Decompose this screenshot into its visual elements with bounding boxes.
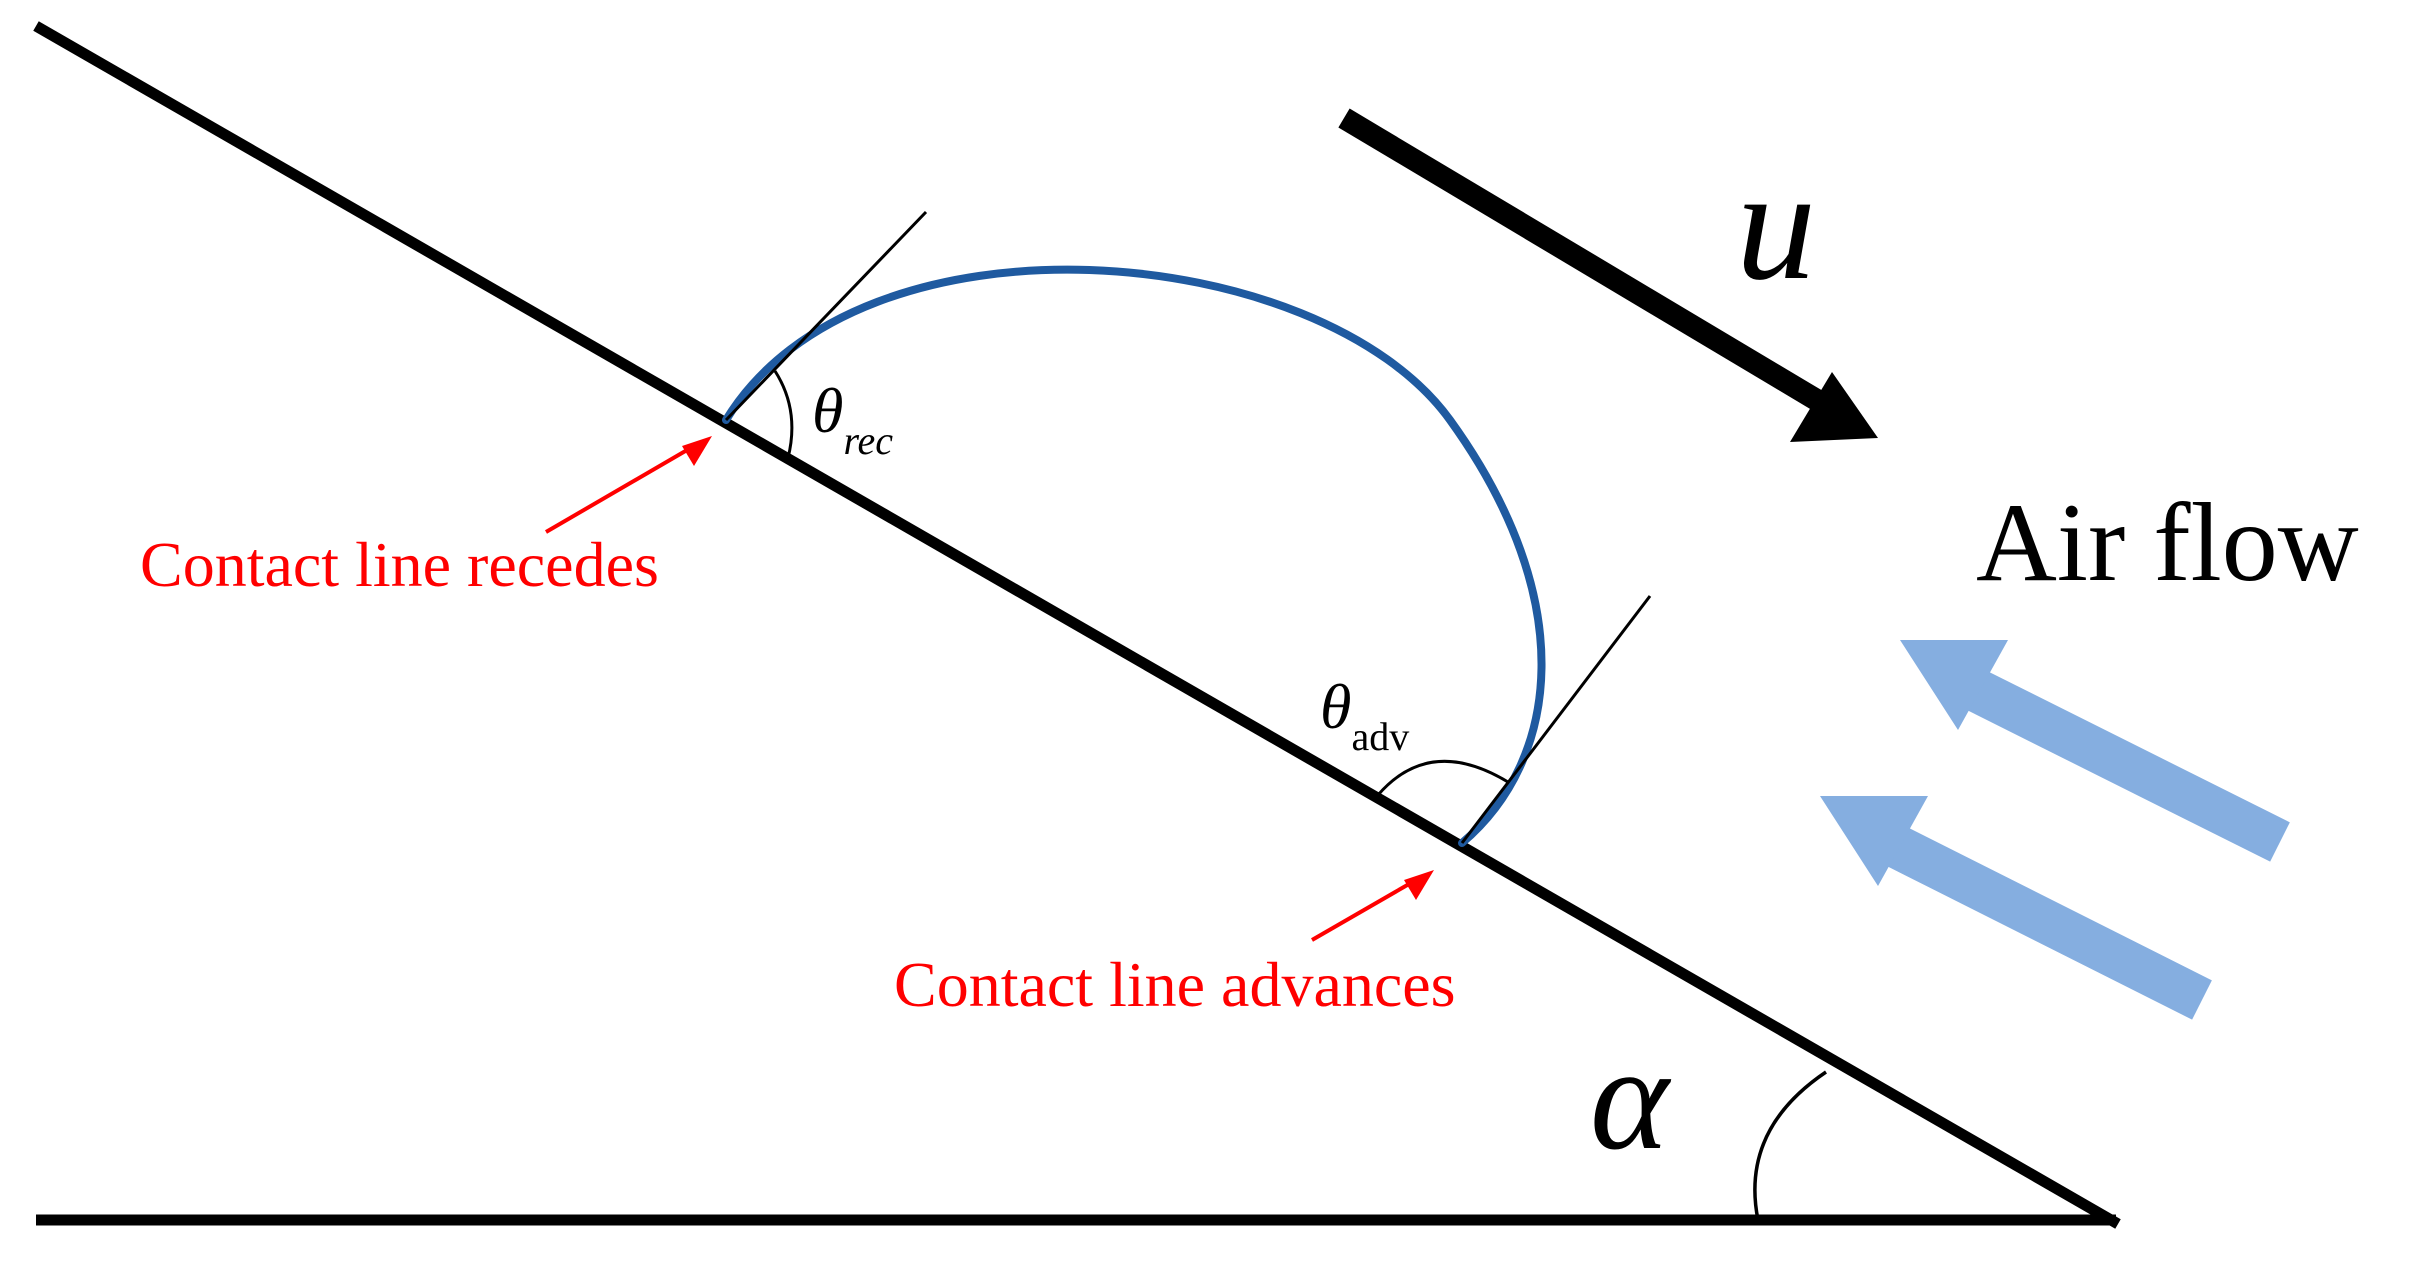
- air-flow-label: Air flow: [1976, 481, 2359, 605]
- svg-text:θrec: θrec: [812, 375, 893, 463]
- contact-line-recedes-label: Contact line recedes: [140, 529, 659, 600]
- air-flow-arrow-lower: [1820, 796, 2212, 1020]
- advancing-angle-arc: [1376, 759, 1509, 796]
- air-flow-arrow-upper: [1900, 640, 2290, 862]
- theta-rec-label: θrec: [812, 375, 893, 463]
- theta-rec-symbol: θ: [812, 375, 843, 446]
- contact-line-advances-label: Contact line advances: [894, 949, 1456, 1020]
- svg-text:θadv: θadv: [1320, 671, 1409, 759]
- air-flow-arrows-icon: [1820, 640, 2290, 1020]
- theta-adv-subscript: adv: [1351, 714, 1409, 759]
- receding-angle-arc: [773, 370, 794, 459]
- incline-angle-arc: [1753, 1070, 1827, 1221]
- incline-angle-label: α: [1590, 1015, 1672, 1181]
- velocity-arrow-icon: [1338, 108, 1878, 442]
- advances-pointer-arrow: [1311, 870, 1434, 942]
- receding-tangent-line: [724, 210, 928, 422]
- advancing-tangent-line: [1460, 595, 1652, 844]
- droplet-outline: [722, 265, 1546, 847]
- theta-rec-subscript: rec: [843, 418, 893, 463]
- recedes-pointer-arrow: [544, 436, 712, 534]
- theta-adv-symbol: θ: [1320, 671, 1351, 742]
- velocity-label: u: [1736, 135, 1816, 313]
- inclined-surface-line: [33, 21, 2121, 1229]
- theta-adv-label: θadv: [1320, 671, 1409, 759]
